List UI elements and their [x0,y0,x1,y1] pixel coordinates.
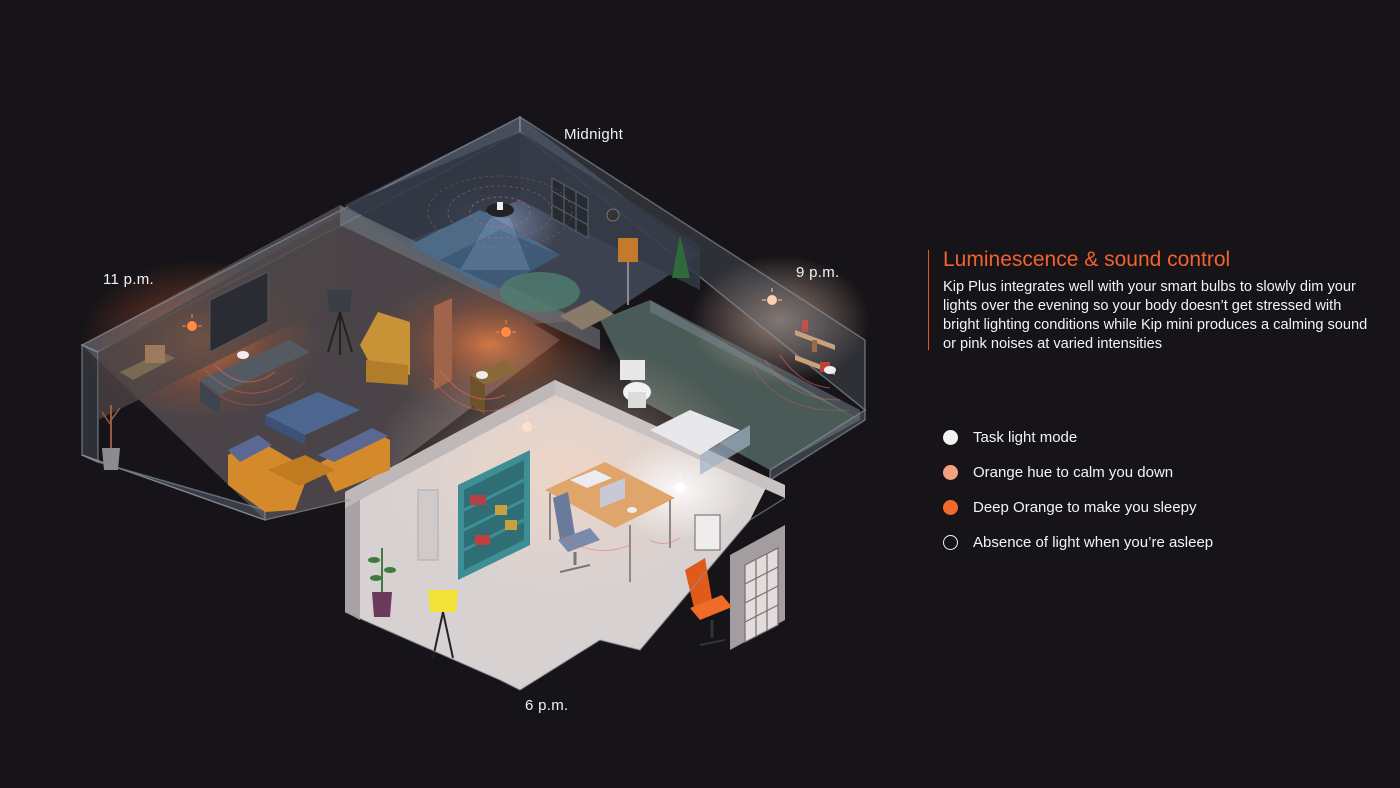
legend-label: Deep Orange to make you sleepy [973,499,1197,516]
wall-clock-icon [606,208,620,222]
bedroom-rug [500,272,580,312]
bulb-nine [762,288,782,305]
floor-lamp-bedroom [618,238,638,262]
shower-glass [700,425,750,475]
office-door [417,489,439,561]
bathtub [650,410,740,455]
plant-living [101,405,121,470]
time-label-six: 6 p.m. [525,697,569,714]
floor-lamp-living [327,290,353,355]
bathroom-floor [600,300,860,470]
orange-chair [685,558,732,646]
kip-device-nine [751,354,851,411]
white-dot-icon [943,430,958,445]
plant-office [368,548,396,617]
empty-dot-icon [943,535,958,550]
light-orange-dot-icon [943,465,958,480]
wall-frame [694,514,721,551]
panel-description: Kip Plus integrates well with your smart… [943,279,1368,352]
time-label-midnight: Midnight [564,126,624,143]
time-label-eleven: 11 p.m. [103,271,155,288]
deep-orange-dot-icon [943,500,958,515]
bulb-desk [670,475,690,492]
tv-cabinet-front [200,380,220,415]
shelf-books [145,345,165,363]
coffee-table [265,392,360,435]
tv-cabinet [200,340,310,395]
sofa [228,428,390,512]
legend-item-orange-hue: Orange hue to calm you down [943,455,1213,490]
yellow-floor-lamp [428,590,458,659]
bedroom-furniture [410,175,690,330]
office-left-wall-face [345,500,360,620]
panel-title: Luminescence & sound control [943,248,1231,271]
coffee-table-side [265,415,305,445]
legend: Task light mode Orange hue to calm you d… [943,420,1213,560]
bulb-office [517,415,537,432]
office-chair [553,492,600,573]
info-panel: Luminescence & sound control Kip Plus in… [928,248,1378,354]
office-window [744,547,779,643]
plant-tree [672,235,690,278]
legend-label: Absence of light when you’re asleep [973,534,1214,551]
kip-device-living-right [429,369,521,412]
office-furniture [368,415,779,659]
bookshelf [458,450,530,580]
accent-bar [928,250,929,350]
bulb-living-right [496,320,516,337]
legend-item-task-light: Task light mode [943,420,1213,455]
bed-blanket [440,230,560,288]
kip-device-desk [559,507,681,552]
laptop [600,478,625,508]
armchair [360,312,410,385]
living-room-furniture [101,271,521,512]
time-label-nine: 9 p.m. [796,264,840,281]
bathroom-wall [650,300,860,420]
legend-item-deep-orange: Deep Orange to make you sleepy [943,490,1213,525]
bedroom-window-grid [551,176,589,240]
legend-label: Task light mode [973,429,1078,446]
bathroom-furniture [620,288,851,475]
kip-device-bedroom [427,175,573,270]
kip-device-living-left [197,351,306,406]
desk [545,462,675,582]
bulb-living-left [182,314,202,331]
bedside-table [560,300,614,330]
tv [209,271,269,353]
legend-item-absence: Absence of light when you’re asleep [943,525,1213,560]
door [434,298,452,390]
office-left-wall [345,380,555,508]
legend-label: Orange hue to calm you down [973,464,1174,481]
floor-outline [81,454,786,691]
toilet [620,360,651,408]
